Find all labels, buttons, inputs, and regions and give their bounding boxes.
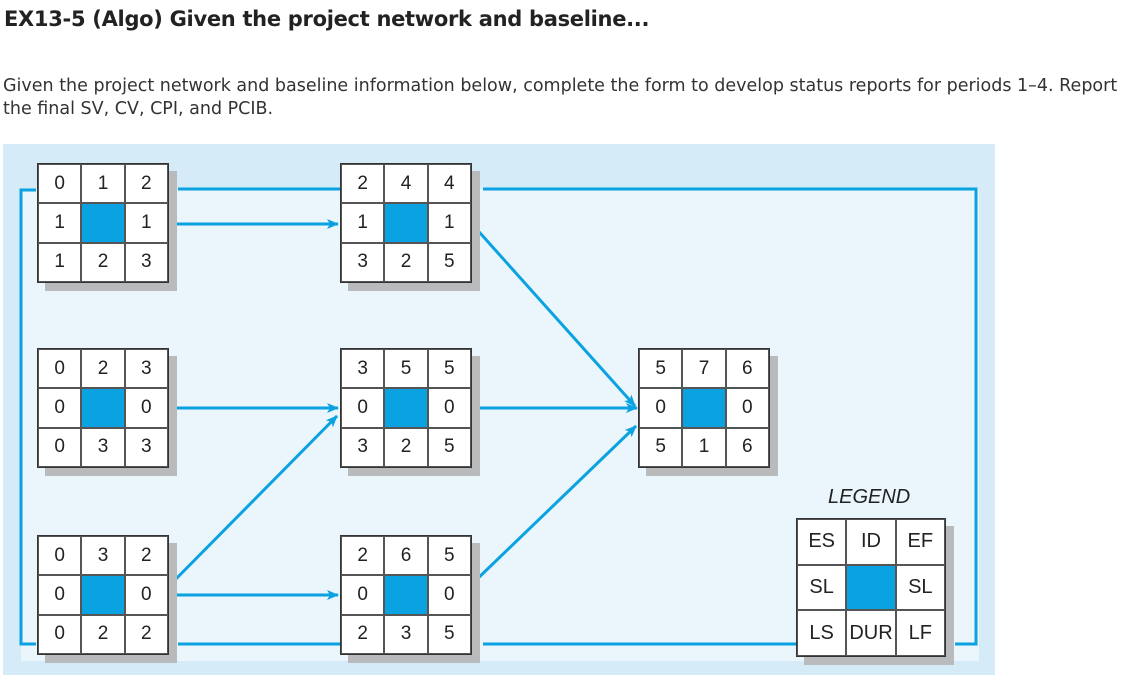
legend-sl-left: SL <box>797 564 847 611</box>
legend-dur: DUR <box>846 610 896 656</box>
activity-node-2: 0 2 3 0 0 0 3 3 <box>37 348 177 476</box>
node-sl-left: 0 <box>38 575 82 615</box>
node-sl-left: 0 <box>341 575 385 615</box>
frame-line-top-left <box>19 188 36 646</box>
activity-node-6: 2 6 5 0 0 2 3 5 <box>340 535 480 663</box>
node-id: 1 <box>81 164 125 204</box>
node-es: 0 <box>38 349 82 389</box>
legend-id: ID <box>846 519 896 565</box>
node-id-cell <box>81 575 125 615</box>
arrow-3-to-5 <box>167 414 339 588</box>
legend-es: ES <box>797 519 847 565</box>
activity-node-4: 2 4 4 1 1 3 2 5 <box>340 163 480 291</box>
legend-ls: LS <box>797 610 847 656</box>
node-id-cell <box>81 388 125 428</box>
node-es: 5 <box>639 349 683 389</box>
node-ls: 1 <box>38 242 82 282</box>
node-es: 3 <box>341 349 385 389</box>
legend-lf: LF <box>895 610 945 656</box>
node-ef: 5 <box>427 536 471 576</box>
node-ef: 4 <box>427 164 471 204</box>
node-ls: 2 <box>341 614 385 654</box>
node-ls: 0 <box>38 427 82 467</box>
node-ef: 3 <box>124 349 168 389</box>
node-sl-right: 1 <box>124 203 168 243</box>
node-id: 6 <box>384 536 428 576</box>
node-ls: 5 <box>639 427 683 467</box>
node-dur: 3 <box>81 427 125 467</box>
node-sl-left: 0 <box>38 388 82 428</box>
activity-node-5: 3 5 5 0 0 3 2 5 <box>340 348 480 476</box>
node-sl-right: 0 <box>124 575 168 615</box>
network-connectors <box>19 187 978 646</box>
node-ef: 2 <box>124 164 168 204</box>
node-dur: 2 <box>384 427 428 467</box>
node-ls: 0 <box>38 614 82 654</box>
node-sl-right: 0 <box>427 388 471 428</box>
node-sl-left: 0 <box>639 388 683 428</box>
arrow-4-to-7 <box>470 222 637 408</box>
legend-title: LEGEND <box>828 486 911 508</box>
node-lf: 5 <box>427 242 471 282</box>
node-ls: 3 <box>341 242 385 282</box>
node-sl-right: 1 <box>427 203 471 243</box>
node-lf: 5 <box>427 614 471 654</box>
node-dur: 2 <box>81 614 125 654</box>
node-sl-left: 0 <box>341 388 385 428</box>
node-es: 0 <box>38 164 82 204</box>
activity-node-3: 0 3 2 0 0 0 2 2 <box>37 535 177 663</box>
node-lf: 2 <box>124 614 168 654</box>
node-es: 2 <box>341 536 385 576</box>
node-lf: 6 <box>725 427 769 467</box>
node-id: 3 <box>81 536 125 576</box>
node-id: 5 <box>384 349 428 389</box>
node-ef: 5 <box>427 349 471 389</box>
node-lf: 5 <box>427 427 471 467</box>
node-ef: 2 <box>124 536 168 576</box>
legend-id-cell <box>846 564 896 611</box>
node-lf: 3 <box>124 242 168 282</box>
page-title: EX13-5 (Algo) Given the project network … <box>4 7 650 31</box>
arrow-6-to-7 <box>470 424 638 586</box>
node-sl-left: 1 <box>38 203 82 243</box>
node-dur: 1 <box>682 427 726 467</box>
node-id-cell <box>384 203 428 243</box>
node-sl-left: 1 <box>341 203 385 243</box>
node-id: 4 <box>384 164 428 204</box>
legend-sl-right: SL <box>895 564 945 611</box>
node-sl-right: 0 <box>725 388 769 428</box>
frame-line-top-right <box>483 187 978 646</box>
node-dur: 2 <box>384 242 428 282</box>
node-id-cell <box>81 203 125 243</box>
legend-box: ES ID EF SL SL LS DUR LF <box>796 518 954 665</box>
node-lf: 3 <box>124 427 168 467</box>
node-sl-right: 0 <box>427 575 471 615</box>
node-dur: 3 <box>384 614 428 654</box>
node-sl-right: 0 <box>124 388 168 428</box>
problem-description: Given the project network and baseline i… <box>3 76 1118 119</box>
node-id-cell <box>682 388 726 428</box>
node-ls: 3 <box>341 427 385 467</box>
node-es: 0 <box>38 536 82 576</box>
project-network-diagram: 0 1 2 1 1 1 2 3 2 4 4 1 1 3 2 5 0 <box>3 144 995 675</box>
legend-ef: EF <box>895 519 945 565</box>
node-id-cell <box>384 388 428 428</box>
node-es: 2 <box>341 164 385 204</box>
activity-node-7: 5 7 6 0 0 5 1 6 <box>638 348 778 476</box>
activity-node-1: 0 1 2 1 1 1 2 3 <box>37 163 177 291</box>
node-id: 7 <box>682 349 726 389</box>
node-id-cell <box>384 575 428 615</box>
node-id: 2 <box>81 349 125 389</box>
node-dur: 2 <box>81 242 125 282</box>
node-ef: 6 <box>725 349 769 389</box>
